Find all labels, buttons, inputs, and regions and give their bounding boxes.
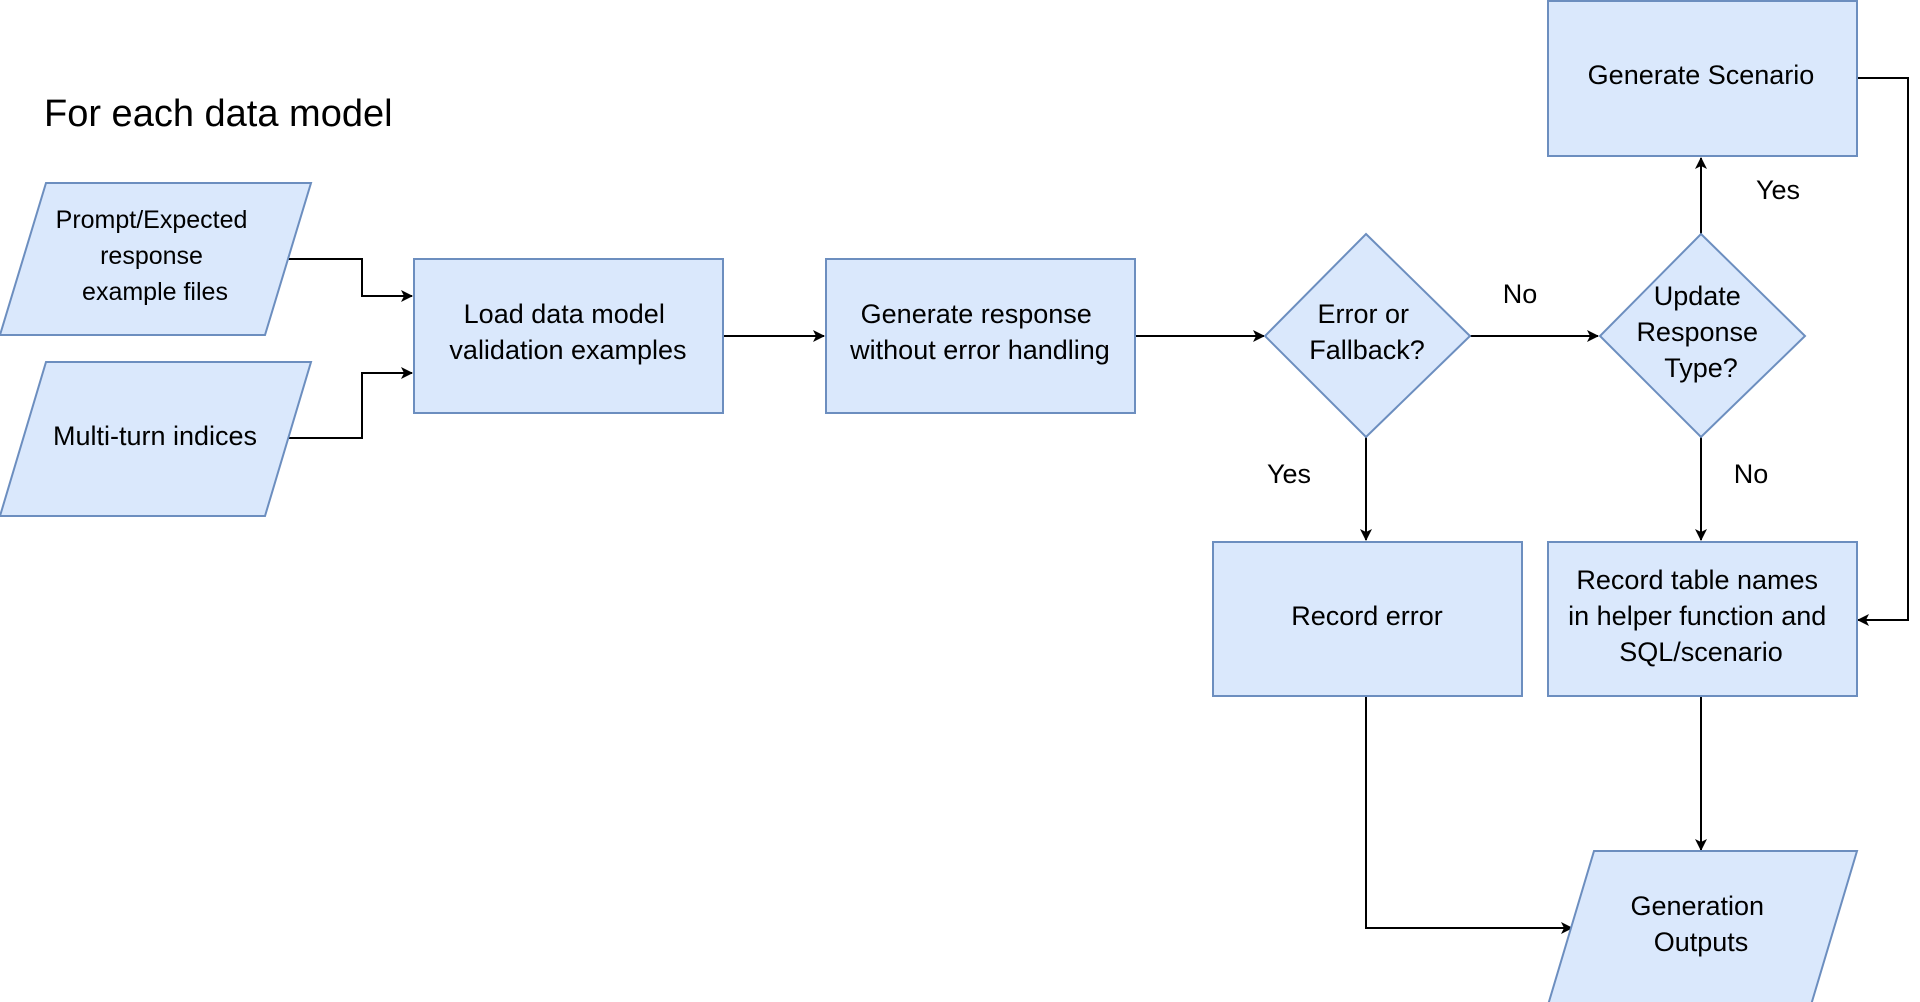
node-generation-outputs[interactable]: Generation Outputs	[1547, 850, 1859, 1002]
edge-prompt-to-load	[285, 258, 413, 302]
edge-label-error-no: No	[1503, 279, 1538, 309]
node-generate-response[interactable]: Generate response without error handling	[825, 258, 1136, 414]
node-error-decision-label: Error or Fallback?	[1309, 299, 1425, 365]
node-generation-outputs-label: Generation Outputs	[1630, 891, 1771, 957]
edge-label-update-yes: Yes	[1756, 175, 1800, 205]
edge-multiturn-to-load	[285, 367, 413, 439]
edge-label-update-no: No	[1734, 459, 1769, 489]
node-load-examples-label: Load data model validation examples	[449, 299, 686, 365]
node-update-decision-label: Update Response Type?	[1636, 281, 1765, 383]
node-generate-scenario[interactable]: Generate Scenario	[1547, 0, 1858, 157]
node-generate-response-label: Generate response without error handling	[849, 299, 1110, 365]
node-record-tables-label: Record table names in helper function an…	[1568, 565, 1834, 667]
node-error-decision[interactable]: Error or Fallback?	[1263, 232, 1472, 439]
node-multi-turn-indices[interactable]: Multi-turn indices	[0, 361, 313, 517]
edge-scenario-to-record-tables	[1857, 77, 1909, 626]
node-record-tables[interactable]: Record table names in helper function an…	[1547, 541, 1858, 697]
node-prompt-files-label: Prompt/Expected response example files	[56, 206, 255, 306]
edges	[285, 77, 1909, 934]
node-multi-turn-indices-label: Multi-turn indices	[53, 421, 257, 451]
edge-label-error-yes: Yes	[1267, 459, 1311, 489]
edge-record-error-to-outputs	[1365, 696, 1573, 934]
node-load-examples[interactable]: Load data model validation examples	[413, 258, 724, 414]
node-update-decision[interactable]: Update Response Type?	[1598, 232, 1807, 439]
node-record-error-label: Record error	[1291, 601, 1443, 631]
node-generate-scenario-label: Generate Scenario	[1588, 60, 1815, 90]
node-record-error[interactable]: Record error	[1212, 541, 1523, 697]
node-prompt-files[interactable]: Prompt/Expected response example files	[0, 182, 313, 336]
diagram-title: For each data model	[44, 93, 393, 135]
